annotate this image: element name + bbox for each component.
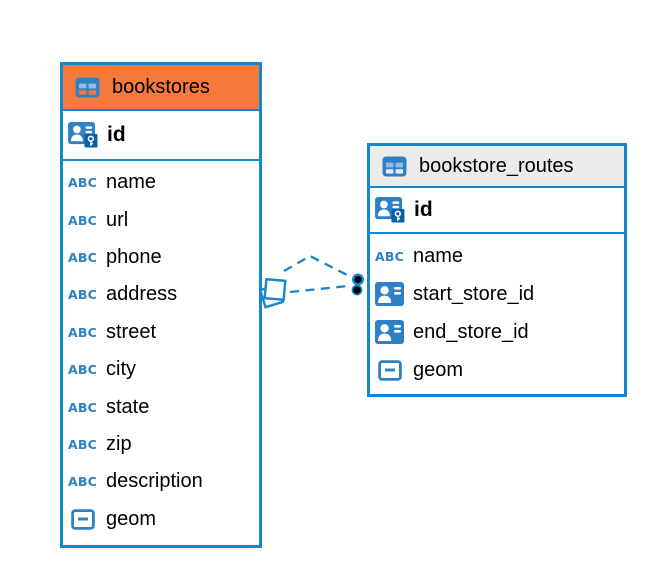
column-row[interactable]: geom (63, 501, 259, 538)
geometry-type-icon (67, 509, 98, 530)
table-title: bookstores (112, 75, 210, 98)
entity-table-bookstores[interactable]: bookstores id ABC name ABC url ABC phone… (60, 62, 262, 548)
column-name: city (106, 358, 136, 381)
column-list: ABC name start_store_id end_store_id geo… (370, 234, 624, 389)
text-type-icon: ABC (68, 249, 97, 265)
column-name: end_store_id (413, 320, 529, 343)
column-name: street (106, 320, 157, 343)
primary-key-row[interactable]: id (63, 111, 259, 161)
column-list: ABC name ABC url ABC phone ABC address A… (63, 161, 259, 538)
column-name: id (107, 123, 126, 146)
column-row[interactable]: ABC city (63, 351, 259, 388)
text-type-icon: ABC (68, 362, 97, 378)
column-name: id (414, 198, 433, 221)
reference-id-icon (374, 282, 405, 306)
column-row[interactable]: ABC description (63, 463, 259, 500)
column-name: phone (106, 245, 162, 268)
column-row[interactable]: ABC name (370, 237, 624, 275)
table-icon (72, 77, 103, 98)
text-type-icon: ABC (375, 248, 404, 264)
geometry-type-icon (374, 360, 405, 381)
column-name: name (106, 171, 157, 194)
primary-key-icon (375, 197, 406, 224)
table-title: bookstore_routes (419, 154, 574, 177)
column-name: address (106, 283, 178, 306)
column-row[interactable]: ABC name (63, 164, 259, 201)
column-name: description (106, 470, 203, 493)
primary-key-row[interactable]: id (370, 188, 624, 234)
column-name: name (413, 244, 464, 267)
column-row[interactable]: geom (370, 351, 624, 389)
column-row[interactable]: ABC phone (63, 239, 259, 276)
primary-key-icon (68, 122, 99, 149)
relationship-endpoint-dots[interactable] (351, 273, 365, 296)
relationship-source-marker[interactable] (258, 277, 287, 309)
column-row[interactable]: ABC zip (63, 426, 259, 463)
text-type-icon: ABC (68, 474, 97, 490)
text-type-icon: ABC (68, 324, 97, 340)
reference-id-icon (374, 320, 405, 344)
column-row[interactable]: end_store_id (370, 313, 624, 351)
text-type-icon: ABC (68, 175, 97, 191)
column-row[interactable]: ABC address (63, 276, 259, 313)
column-name: zip (106, 432, 132, 455)
table-header[interactable]: bookstore_routes (370, 146, 624, 188)
column-name: start_store_id (413, 282, 535, 305)
relationship-line-lower[interactable] (289, 284, 349, 294)
column-row[interactable]: ABC url (63, 201, 259, 238)
text-type-icon: ABC (68, 436, 97, 452)
text-type-icon: ABC (68, 399, 97, 415)
text-type-icon: ABC (68, 212, 97, 228)
column-name: geom (413, 358, 464, 381)
column-name: geom (106, 507, 157, 530)
column-row[interactable]: start_store_id (370, 275, 624, 313)
column-name: state (106, 395, 150, 418)
text-type-icon: ABC (68, 287, 97, 303)
entity-table-bookstore-routes[interactable]: bookstore_routes id ABC name start_store… (367, 143, 627, 397)
column-row[interactable]: ABC street (63, 314, 259, 351)
column-name: url (106, 208, 129, 231)
table-header[interactable]: bookstores (63, 65, 259, 111)
table-icon (379, 156, 410, 177)
relationship-line-upper[interactable] (283, 254, 352, 279)
column-row[interactable]: ABC state (63, 388, 259, 425)
